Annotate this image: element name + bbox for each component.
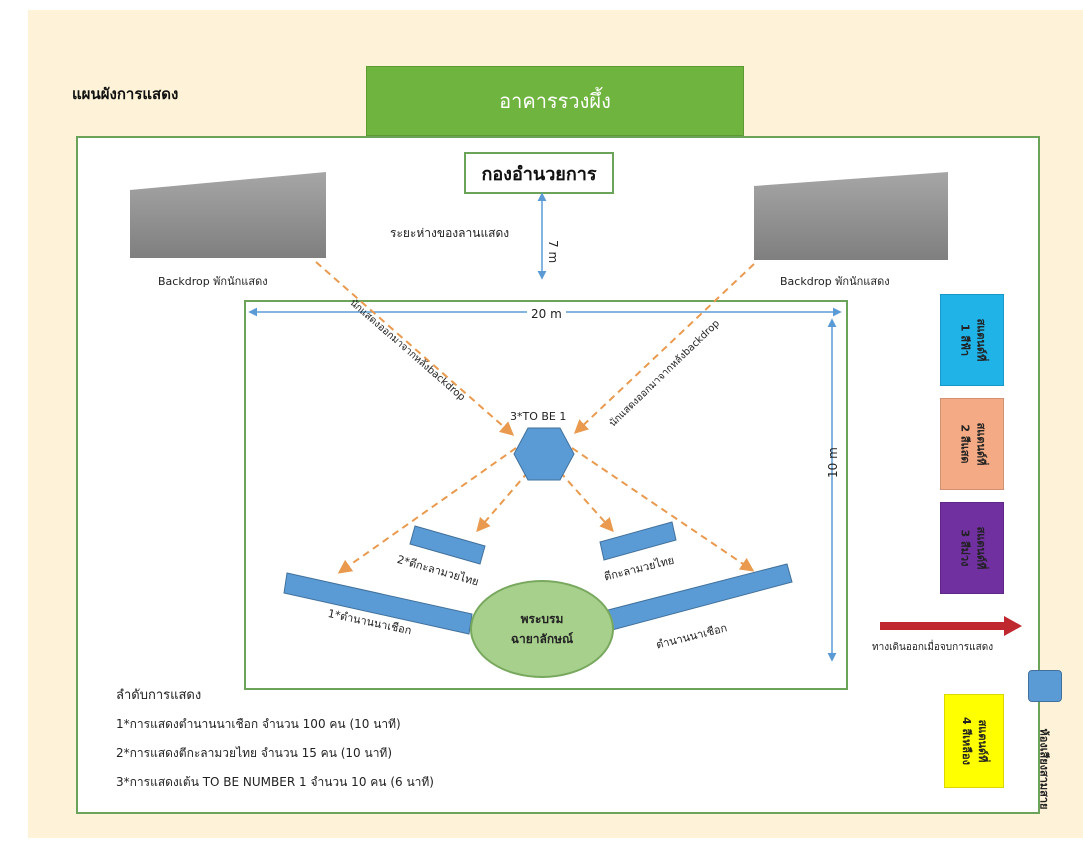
block-left-long-shape — [283, 572, 473, 635]
sound-room-label-wrap: ห้องเสียงสามสาย — [1030, 706, 1058, 832]
exit-arrow-head — [1004, 616, 1022, 636]
portrait-oval: พระบรม ฉายาลักษณ์ — [470, 580, 614, 678]
backdrop-right-label: Backdrop พักนักแสดง — [780, 275, 890, 288]
path-right-line — [573, 263, 755, 434]
stand-zone-1: สแตนด์ที่ 1 สีฟ้า — [940, 294, 1004, 386]
order-heading: ลำดับการแสดง — [116, 688, 202, 703]
path-center-1 — [337, 447, 517, 574]
path-center-3 — [559, 471, 614, 533]
backdrop-left-label: Backdrop พักนักแสดง — [158, 275, 268, 288]
path-center-4 — [571, 447, 755, 572]
exit-label: ทางเดินออกเมื่อจบการแสดง — [872, 642, 994, 653]
sound-room-label: ห้องเสียงสามสาย — [1037, 728, 1050, 810]
order-item-1: 1*การแสดงตำนานนาเชือก จำนวน 100 คน (10 น… — [116, 717, 401, 731]
oval-line-2: ฉายาลักษณ์ — [510, 632, 574, 646]
path-left-line — [315, 261, 515, 436]
center-hexagon — [513, 427, 575, 481]
distance-20m-label: 20 m — [527, 307, 566, 321]
center-label: 3*TO BE 1 — [510, 410, 567, 423]
stand-zone-2-label: สแตนด์ที่ 2 สีแสด — [958, 422, 987, 466]
stand-zone-4-label: สแตนด์ที่ 4 สีเหลือง — [960, 717, 989, 765]
order-item-3: 3*การแสดงเต้น TO BE NUMBER 1 จำนวน 10 คน… — [116, 775, 434, 789]
oval-line-1: พระบรม — [520, 612, 564, 626]
stand-zone-3-label: สแตนด์ที่ 3 สีม่วง — [958, 526, 987, 570]
sound-room-box — [1028, 670, 1062, 702]
performance-order: ลำดับการแสดง 1*การแสดงตำนานนาเชือก จำนวน… — [116, 684, 434, 802]
stand-zone-4: สแตนด์ที่ 4 สีเหลือง — [944, 694, 1004, 788]
distance-10m-label: 10 m — [826, 447, 840, 478]
diagram-title: แผนผังการแสดง — [72, 85, 179, 103]
block-right-small-shape — [599, 521, 677, 561]
stand-zone-2: สแตนด์ที่ 2 สีแสด — [940, 398, 1004, 490]
stand-zone-3: สแตนด์ที่ 3 สีม่วง — [940, 502, 1004, 594]
order-item-2: 2*การแสดงตีกะลามวยไทย จำนวน 15 คน (10 นา… — [116, 746, 393, 760]
stand-zone-1-label: สแตนด์ที่ 1 สีฟ้า — [958, 318, 987, 362]
block-left-small-shape — [409, 525, 486, 565]
building-block: อาคารรวงผึ้ง — [366, 66, 744, 136]
distance-label: ระยะห่างของลานแสดง — [390, 226, 510, 240]
backdrop-left-shape — [130, 172, 326, 258]
distance-7m-label: 7 m — [546, 240, 560, 264]
backdrop-right-shape — [754, 172, 948, 260]
path-center-2 — [476, 471, 529, 533]
